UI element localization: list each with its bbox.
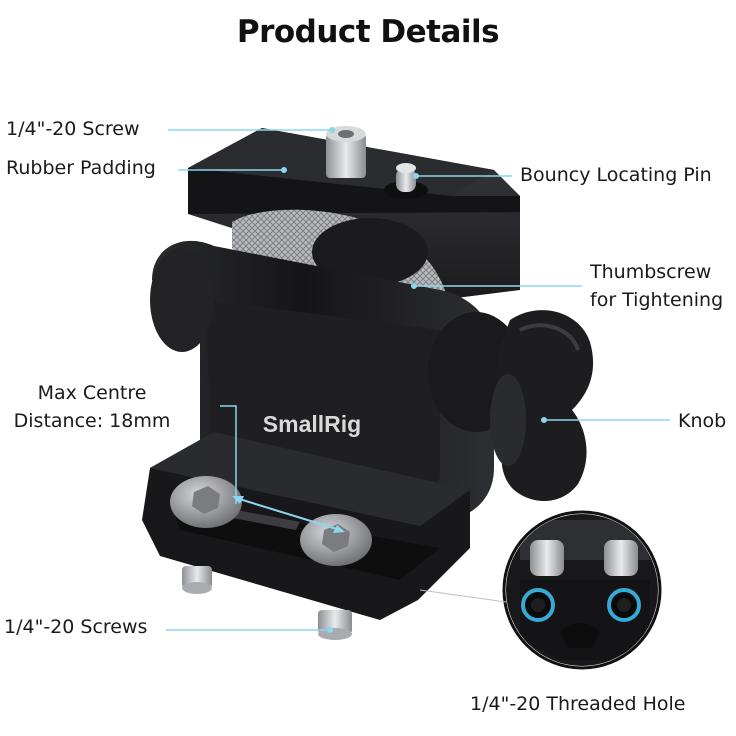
top-screw <box>326 126 366 178</box>
distance-arrow <box>232 496 345 533</box>
bottom-screws <box>182 566 352 640</box>
side-knob <box>490 310 594 501</box>
label-thumbscrew-line1: Thumbscrew <box>590 261 712 283</box>
label-locating-pin: Bouncy Locating Pin <box>520 164 712 186</box>
callout-lines <box>166 127 670 633</box>
label-max-centre-line2: Distance: 18mm <box>13 410 171 432</box>
label-threaded-hole: 1/4"-20 Threaded Hole <box>470 693 686 715</box>
page-title: Product Details <box>236 14 500 50</box>
label-thumbscrew-line2: for Tightening <box>590 289 724 311</box>
threaded-hole-inset <box>502 510 662 670</box>
label-top-screw: 1/4"-20 Screw <box>6 118 140 140</box>
bottom-left-screw-head <box>170 476 242 528</box>
inset-connector-line <box>419 589 507 603</box>
label-max-centre-line1: Max Centre <box>37 382 147 404</box>
label-bottom-screws: 1/4"-20 Screws <box>4 616 148 638</box>
locating-pin <box>384 163 428 199</box>
brand-logo: SmallRig <box>263 411 361 437</box>
label-rubber-padding: Rubber Padding <box>6 157 156 179</box>
label-knob: Knob <box>678 410 727 432</box>
